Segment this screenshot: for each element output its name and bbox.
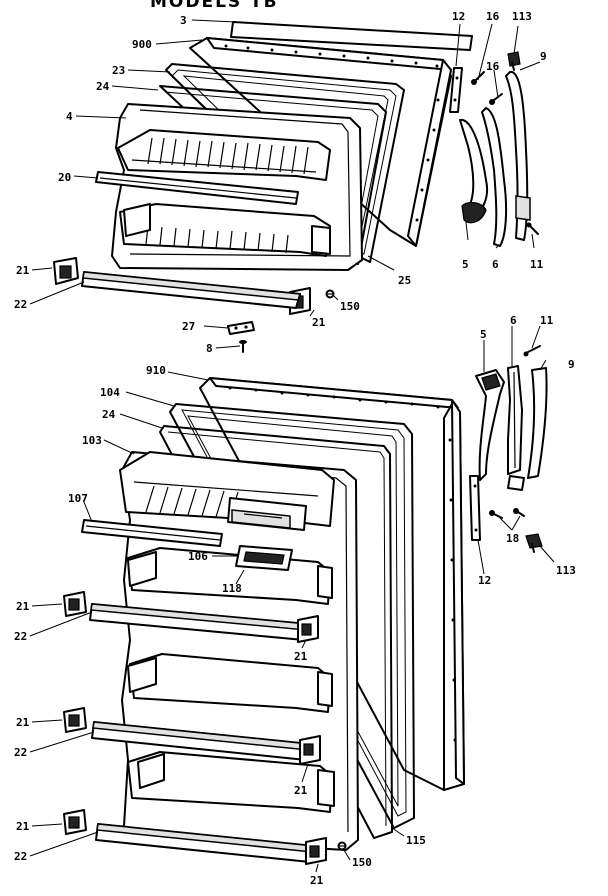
freezer-handle-part [481,107,508,247]
fresh-food-end-cap-5-part [63,809,87,835]
label-part-11: 11 [530,258,544,271]
fresh-food-screw-18-upper-part [489,510,503,519]
freezer-bottom-rail-part [81,271,302,309]
label-part-910: 910 [146,364,166,377]
label-part-16-lower: 16 [486,60,500,73]
fresh-food-handle-trim-part [507,367,548,491]
fresh-food-screw-150-part [337,841,347,851]
fresh-food-end-cap-1-part [63,591,87,617]
label-part-21-d: 21 [294,784,308,797]
label-part-12: 12 [478,574,491,587]
label-part-24: 24 [102,408,116,421]
freezer-handle-screw-lower-part [489,93,503,105]
fresh-food-door-assembly [63,345,548,865]
fresh-food-leader-lines [29,325,555,873]
fresh-food-trim-screw-part [523,345,541,357]
label-part-106: 106 [188,550,208,563]
label-part-4: 4 [66,110,73,123]
label-part-22-b: 22 [14,746,27,759]
freezer-part-labels: 3 900 23 24 4 20 21 22 21 27 8 150 12 16… [14,10,547,355]
label-part-16-upper: 16 [486,10,500,23]
fresh-food-butter-door-part [235,545,293,571]
label-part-21-b: 21 [294,650,308,663]
freezer-inner-liner-part [111,103,363,271]
fresh-food-end-cap-3-part [63,707,87,733]
freezer-handle-trim-part [505,71,531,241]
label-part-21-left: 21 [16,264,30,277]
label-part-9: 9 [568,358,575,371]
label-part-113: 113 [512,10,532,23]
label-part-5: 5 [480,328,487,341]
label-part-22-c: 22 [14,850,27,863]
label-part-9: 9 [540,50,547,63]
freezer-leader-lines [29,19,541,349]
label-part-18: 18 [506,532,519,545]
freezer-rail-end-cap-left-part [53,257,79,285]
freezer-handle-end-cap-part [459,118,488,224]
label-part-6: 6 [492,258,499,271]
freezer-door-assembly [53,21,539,353]
label-part-21-f: 21 [310,874,324,887]
label-part-21-c: 21 [16,716,30,729]
label-part-12: 12 [452,10,465,23]
label-part-103: 103 [82,434,102,447]
label-part-25: 25 [398,274,411,287]
fresh-food-handle-part [507,365,523,475]
label-part-22: 22 [14,298,27,311]
label-part-6: 6 [510,314,517,327]
label-part-22-a: 22 [14,630,27,643]
freezer-top-trim-part [230,21,473,51]
label-part-21-e: 21 [16,820,30,833]
diagram-title-fragment: MODELS TB [150,0,279,12]
label-part-20: 20 [58,171,71,184]
label-part-900: 900 [132,38,152,51]
label-part-24: 24 [96,80,110,93]
fresh-food-hinge-strip-part [469,475,481,541]
fresh-food-inner-liner-part [119,451,359,851]
freezer-handle-screw-upper-part [471,71,485,85]
label-part-21-right: 21 [312,316,326,329]
label-part-27: 27 [182,320,195,333]
fresh-food-handle-end-cap-part [475,369,505,481]
label-part-150: 150 [352,856,372,869]
label-part-21-a: 21 [16,600,30,613]
label-part-107: 107 [68,492,88,505]
label-part-23: 23 [112,64,125,77]
fresh-food-breaker-strip-part [159,425,393,839]
freezer-plug-part [507,51,521,71]
label-part-115: 115 [406,834,426,847]
freezer-stop-screw-part [239,340,247,353]
freezer-stop-bracket-part [227,321,255,335]
fresh-food-part-labels: 910 104 24 103 107 106 118 21 22 21 21 2… [14,314,576,887]
freezer-screw-150-part [325,289,335,299]
fresh-food-end-cap-6-part [305,837,327,865]
fresh-food-end-cap-4-part [299,735,321,765]
freezer-shelf-rail-part [95,171,299,205]
fresh-food-end-cap-2-part [297,615,319,643]
freezer-hinge-strip-part [449,67,463,113]
fresh-food-plug-part [525,533,543,553]
freezer-trim-screw-part [526,222,539,235]
label-part-3: 3 [180,14,187,27]
label-part-113: 113 [556,564,576,577]
fresh-food-dairy-rail-part [81,519,223,547]
label-part-8: 8 [206,342,213,355]
label-part-104: 104 [100,386,120,399]
label-part-11: 11 [540,314,554,327]
label-part-5: 5 [462,258,469,271]
label-part-118: 118 [222,582,242,595]
fresh-food-screw-18-lower-part [513,508,525,517]
label-part-150: 150 [340,300,360,313]
